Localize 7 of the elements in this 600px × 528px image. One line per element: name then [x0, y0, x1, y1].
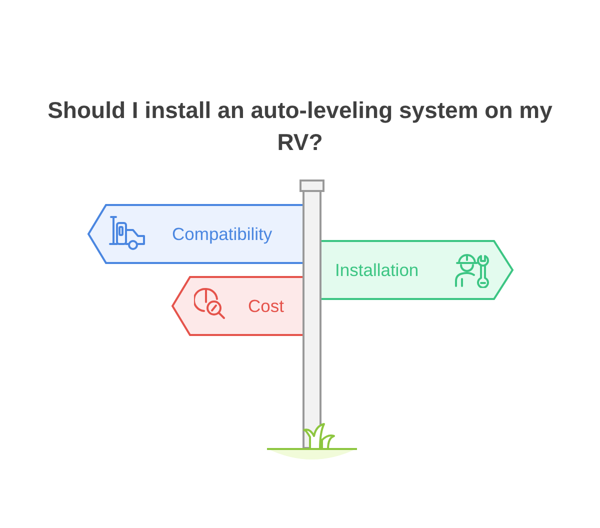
sign-label: Compatibility — [172, 223, 272, 245]
signpost-arrow-sign — [87, 204, 305, 264]
sign-label: Cost — [248, 295, 284, 317]
title: Should I install an auto-leveling system on my RV? — [46, 96, 554, 157]
sign-label: Installation — [335, 259, 419, 281]
signpost-arrow-sign — [320, 240, 514, 300]
signpost-arrow-sign — [171, 276, 305, 336]
